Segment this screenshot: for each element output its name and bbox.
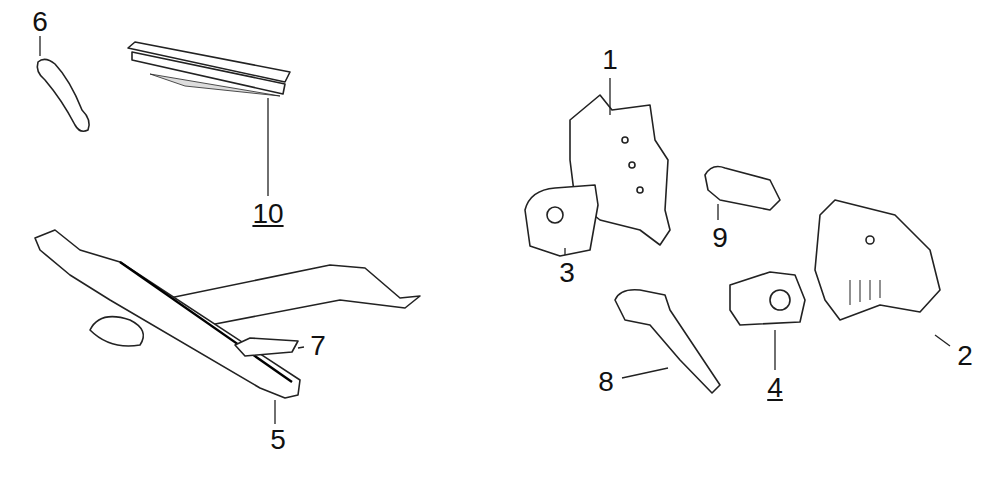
- callout-number: 8: [596, 368, 616, 396]
- panel-hole: [629, 162, 635, 168]
- leader-line: [39, 36, 40, 56]
- leader-line: [622, 368, 668, 378]
- rail-shadow: [150, 74, 280, 96]
- arm-part: [615, 290, 720, 393]
- callout-number: 2: [955, 342, 975, 370]
- leader-line: [564, 248, 565, 255]
- gusset-part: [525, 185, 598, 256]
- leader-line: [717, 204, 718, 220]
- panel-hole: [637, 187, 643, 193]
- mount-part: [730, 272, 805, 325]
- mount-bushing: [770, 290, 790, 310]
- callout-number: 9: [710, 224, 730, 252]
- callout-number: 10: [250, 200, 285, 228]
- link-part: [37, 59, 89, 131]
- leader-line: [267, 98, 268, 196]
- callout-number: 4: [765, 374, 785, 402]
- small-bracket: [235, 338, 298, 356]
- leader-line: [774, 330, 775, 370]
- leader-line: [274, 400, 275, 424]
- panel-ribs: [850, 280, 880, 305]
- panel-hole: [866, 236, 874, 244]
- callout-number: 3: [557, 259, 577, 287]
- underside-bracket: [90, 317, 143, 346]
- callout-number: 7: [308, 332, 328, 360]
- leader-line: [298, 347, 304, 348]
- callout-number: 6: [30, 8, 50, 36]
- gusset-hole: [547, 207, 563, 223]
- panel-hole: [622, 137, 628, 143]
- leader-line: [609, 78, 610, 115]
- leader-line: [935, 335, 950, 346]
- panel-part: [815, 200, 940, 320]
- block-part: [705, 167, 780, 210]
- frame-member: [35, 230, 300, 398]
- callout-number: 1: [600, 46, 620, 74]
- callout-number: 5: [268, 426, 288, 454]
- frame-edge: [120, 262, 292, 382]
